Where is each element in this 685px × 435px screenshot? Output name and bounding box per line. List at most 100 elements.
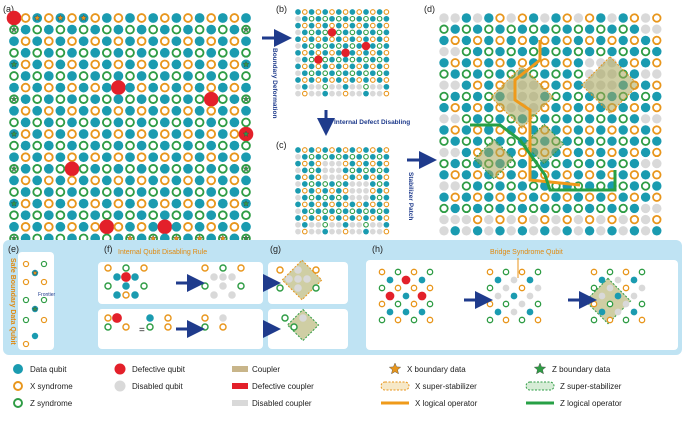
z-syndrome-qubit <box>104 323 112 331</box>
z-syndrome-qubit <box>349 70 356 77</box>
z-syndrome-qubit <box>484 24 494 34</box>
z-syndrome-qubit <box>394 300 402 308</box>
data-qubit <box>20 47 31 58</box>
data-qubit <box>329 43 335 49</box>
x-syndrome-qubit <box>534 316 542 324</box>
data-qubit <box>308 147 315 153</box>
z-syndrome-qubit <box>194 71 205 81</box>
x-syndrome-qubit <box>426 316 434 324</box>
data-qubit <box>113 94 124 105</box>
x-syndrome-qubit <box>183 129 193 139</box>
data-qubit <box>295 22 301 29</box>
data-qubit <box>402 308 410 316</box>
x-syndrome-qubit <box>356 22 363 29</box>
x-syndrome-qubit <box>342 147 349 153</box>
data-qubit <box>495 181 505 191</box>
data-qubit <box>349 63 356 70</box>
z-syndrome-qubit <box>506 181 516 191</box>
z-syndrome-qubit <box>217 163 228 174</box>
data-qubit <box>506 58 516 68</box>
safe-boundary-label: Safe Boundary Data Qubit <box>9 258 16 345</box>
z-syndrome-qubit <box>217 210 228 221</box>
data-qubit <box>229 94 240 105</box>
z-syndrome-qubit <box>308 208 315 215</box>
data-qubit <box>376 9 383 15</box>
x-syndrome-qubit <box>590 300 598 308</box>
data-qubit <box>241 175 251 186</box>
data-qubit <box>517 46 528 57</box>
data-qubit <box>614 292 622 300</box>
data-qubit <box>630 276 638 284</box>
disabled-qubit <box>295 153 301 160</box>
z-syndrome-qubit <box>194 140 205 151</box>
x-syndrome-qubit <box>136 36 147 47</box>
z-syndrome-qubit <box>55 187 66 197</box>
x-syndrome-qubit <box>20 36 31 47</box>
data-qubit <box>369 15 376 22</box>
data-qubit <box>295 215 301 221</box>
x-syndrome-qubit <box>607 192 617 202</box>
data-qubit <box>217 105 228 116</box>
disabled-qubit <box>363 181 369 187</box>
data-qubit <box>148 152 159 163</box>
data-qubit <box>32 221 43 232</box>
data-qubit <box>472 181 483 191</box>
data-qubit <box>194 13 205 23</box>
x-syndrome-qubit <box>276 266 284 274</box>
data-qubit <box>376 22 383 29</box>
data-qubit <box>472 226 483 236</box>
disabled-qubit <box>315 90 322 97</box>
data-qubit <box>171 198 182 209</box>
x-syndrome-qubit <box>159 129 170 139</box>
data-qubit <box>159 140 170 151</box>
data-qubit <box>43 140 54 151</box>
data-qubit <box>20 24 31 35</box>
x-syndrome-qubit <box>356 215 363 221</box>
x-syndrome-qubit <box>383 228 390 235</box>
disabled-qubit <box>526 292 534 300</box>
disabled-coupler-swatch <box>232 400 248 406</box>
data-qubit <box>20 94 31 105</box>
x-syndrome-qubit <box>301 22 308 29</box>
data-qubit <box>32 198 43 209</box>
z-boundary-star-icon <box>533 362 547 375</box>
z-syndrome-qubit <box>622 316 630 324</box>
x-syndrome-qubit <box>113 59 124 70</box>
z-syndrome-qubit <box>146 323 154 331</box>
x-boundary-star <box>126 234 134 242</box>
z-syndrome-qubit <box>484 69 494 79</box>
disabled-qubit <box>329 160 335 167</box>
x-syndrome-qubit <box>629 147 640 158</box>
data-qubit <box>510 292 518 300</box>
data-qubit <box>20 187 31 197</box>
z-syndrome-qubit <box>237 282 245 290</box>
z-syndrome-qubit <box>194 94 205 105</box>
data-qubit <box>322 228 329 235</box>
z-syndrome-qubit <box>335 181 342 187</box>
data-qubit <box>540 226 550 236</box>
x-syndrome-qubit <box>495 58 505 68</box>
data-qubit <box>584 114 595 124</box>
x-boundary-star <box>149 234 157 242</box>
data-qubit <box>32 105 43 116</box>
x-syndrome-qubit <box>369 49 376 56</box>
z-syndrome-qubit <box>55 24 66 35</box>
disabled-qubit <box>219 314 227 322</box>
data-qubit <box>461 58 472 68</box>
disabled-qubit <box>295 167 301 174</box>
data-qubit <box>113 71 124 81</box>
x-syndrome-qubit <box>113 129 124 139</box>
data-qubit <box>183 71 193 81</box>
z-boundary-star <box>242 165 250 172</box>
data-qubit <box>113 24 124 35</box>
data-qubit <box>148 13 159 23</box>
disabled-qubit <box>295 56 301 63</box>
z-syndrome-qubit <box>32 117 43 128</box>
z-syndrome-qubit <box>32 187 43 197</box>
x-syndrome-qubit <box>315 174 322 181</box>
data-qubit <box>322 36 329 43</box>
x-syndrome-qubit <box>450 58 460 68</box>
disabled-qubit <box>356 228 363 235</box>
x-syndrome-qubit <box>378 300 386 308</box>
x-syndrome-qubit <box>450 192 460 202</box>
